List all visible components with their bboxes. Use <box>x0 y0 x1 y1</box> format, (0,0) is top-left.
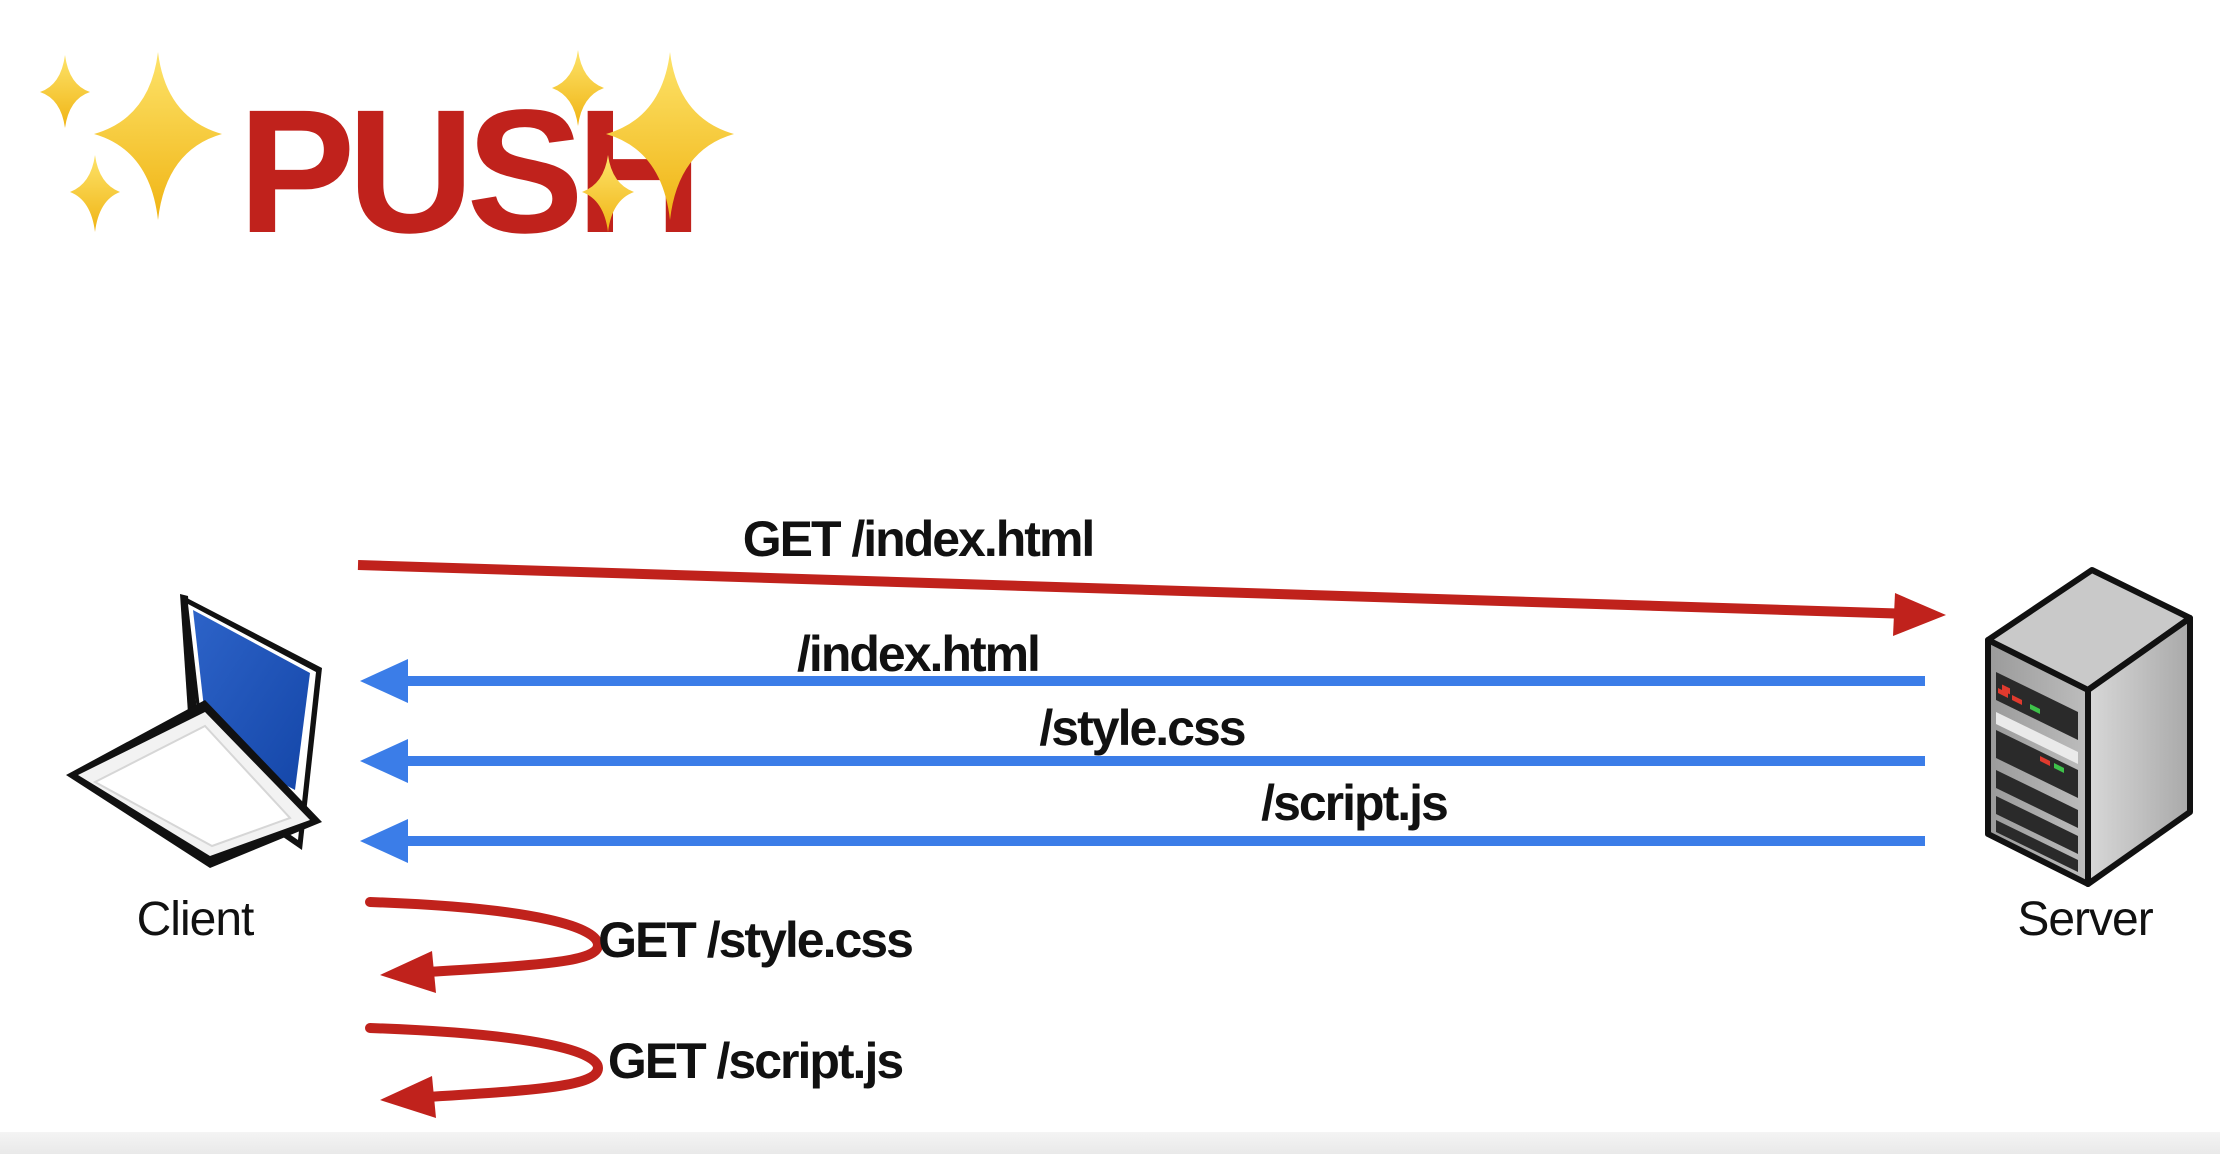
client-label: Client <box>137 893 254 946</box>
message-label-get-index: GET /index.html <box>743 511 1094 567</box>
server-rack-icon <box>1985 567 2193 887</box>
local-request-loop-script <box>365 1023 604 1118</box>
message-label-push-script: /script.js <box>1261 775 1447 831</box>
local-request-label-style: GET /style.css <box>598 912 912 968</box>
local-request-loop-style <box>365 897 604 993</box>
request-arrow-get-index <box>357 560 1946 636</box>
push-arrow-style <box>360 739 1925 783</box>
message-label-push-index: /index.html <box>797 626 1039 682</box>
title-group: PUSH <box>40 50 734 270</box>
server-label: Server <box>2017 893 2153 946</box>
sparkles-right-icon <box>552 50 734 232</box>
bottom-strip <box>0 1132 2220 1154</box>
push-arrow-script <box>360 819 1925 863</box>
message-label-push-style: /style.css <box>1039 700 1244 756</box>
sparkles-left-icon <box>40 52 222 232</box>
local-request-label-script: GET /script.js <box>608 1033 903 1089</box>
push-arrow-index <box>360 659 1925 703</box>
client-laptop-icon <box>66 594 322 868</box>
slide-title: PUSH <box>238 74 695 270</box>
